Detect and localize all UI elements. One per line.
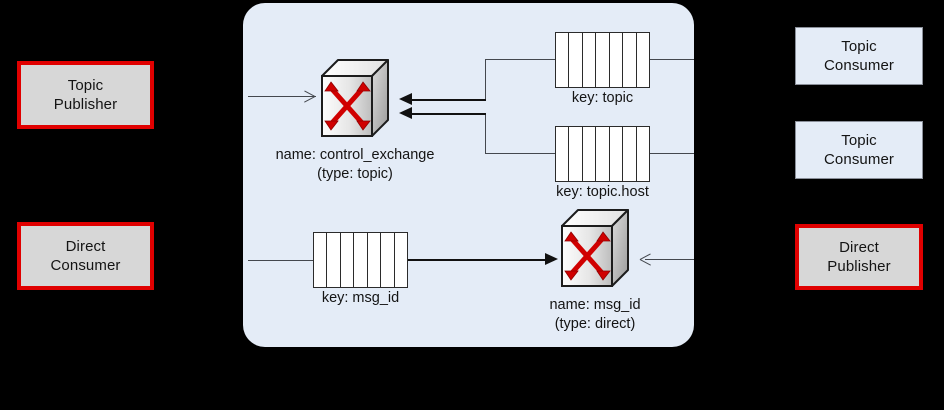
exchange-msgid-type: (type: direct) (554, 315, 636, 332)
line-bind-topic-to-exchange (410, 99, 486, 101)
actor-direct-consumer-line2: Consumer (50, 257, 121, 274)
line-queue-topic-left-stub (485, 59, 555, 61)
actor-topic-consumer-2-line2: Consumer (824, 151, 894, 168)
arrowhead-solid-right-msgid-exchange (545, 253, 558, 265)
queue-msg-id-label: key: msg_id (321, 290, 400, 306)
exchange-cube-icon (321, 59, 389, 137)
exchange-control-exchange[interactable]: name: control_exchange (type: topic) (276, 58, 434, 182)
exchange-control-type: (type: topic) (317, 165, 393, 182)
actor-direct-publisher[interactable]: Direct Publisher (795, 224, 923, 290)
exchange-control-name: name: control_exchange (275, 147, 435, 163)
queue-topic-label: key: topic (571, 90, 634, 106)
line-publisher-to-control-exchange (248, 96, 316, 98)
queue-icon (555, 126, 650, 182)
actor-topic-consumer-2[interactable]: Topic Consumer (795, 121, 923, 179)
arrowhead-open-right-control-exchange (303, 89, 317, 103)
exchange-cube-icon (561, 209, 629, 287)
queue-topic-host-label: key: topic.host (556, 184, 649, 200)
arrowhead-open-left-msgid-exchange (639, 252, 654, 266)
actor-direct-publisher-label: Direct Publisher (827, 238, 890, 277)
actor-topic-consumer-2-label: Topic Consumer (824, 131, 894, 170)
line-queue-topichost-to-consumer (650, 153, 694, 155)
actor-direct-consumer[interactable]: Direct Consumer (17, 222, 154, 290)
actor-topic-consumer-1-line1: Topic (841, 37, 877, 55)
arrowhead-solid-left-topic-binding (399, 93, 412, 105)
exchange-msgid-label: name: msg_id (type: direct) (549, 296, 640, 334)
line-queue-topichost-left-stub (485, 153, 555, 155)
line-queue-topic-vertical (485, 59, 487, 100)
queue-icon (555, 32, 650, 88)
actor-topic-consumer-1-label: Topic Consumer (824, 37, 894, 76)
line-bind-topichost-to-exchange (410, 113, 486, 115)
actor-topic-consumer-2-line1: Topic (841, 131, 877, 149)
actor-topic-publisher-line2: Publisher (53, 96, 118, 113)
line-queue-msgid-to-exchange (408, 259, 554, 261)
actor-topic-consumer-1[interactable]: Topic Consumer (795, 27, 923, 85)
line-direct-publisher-to-msgid-exchange (645, 259, 694, 261)
actor-direct-publisher-line2: Publisher (827, 258, 891, 275)
exchange-msg-id[interactable]: name: msg_id (type: direct) (549, 208, 641, 332)
exchange-msgid-name: name: msg_id (549, 297, 641, 313)
actor-topic-consumer-1-line2: Consumer (824, 57, 894, 74)
queue-icon (313, 232, 408, 288)
actor-direct-consumer-label: Direct Consumer (51, 237, 121, 276)
actor-topic-publisher-label: Topic Publisher (54, 76, 117, 115)
line-queue-topic-to-consumer (650, 59, 694, 61)
actor-direct-publisher-line1: Direct (839, 238, 879, 256)
arrowhead-solid-left-topichost-binding (399, 107, 412, 119)
exchange-control-label: name: control_exchange (type: topic) (276, 146, 435, 184)
actor-topic-publisher-line1: Topic (67, 76, 104, 94)
actor-topic-publisher[interactable]: Topic Publisher (17, 61, 154, 129)
line-direct-consumer-to-queue-msgid (248, 260, 314, 262)
line-queue-topichost-vertical (485, 113, 487, 154)
actor-direct-consumer-line1: Direct (65, 237, 106, 255)
